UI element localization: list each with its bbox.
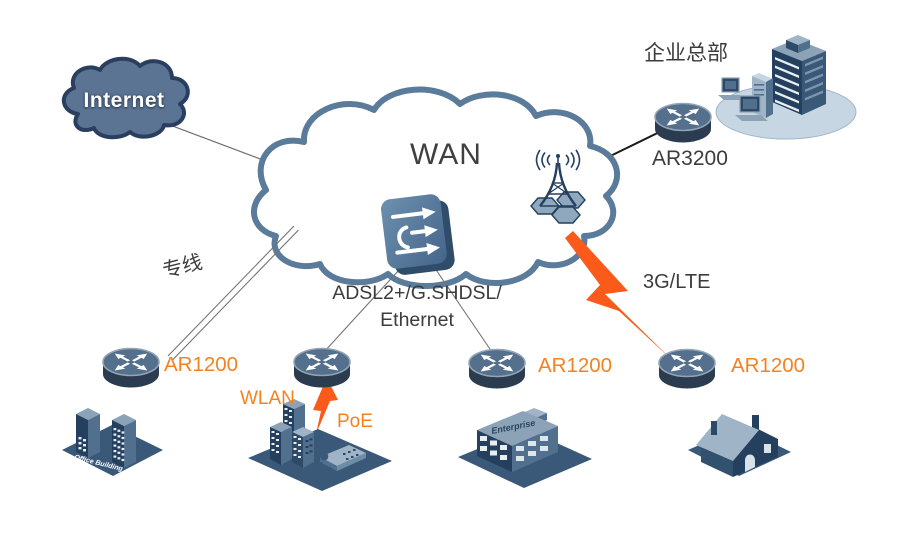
adsl-link-label-line1: ADSL2+/G.SHDSL/	[332, 282, 502, 304]
adsl-link-label-line2: Ethernet	[380, 309, 454, 331]
poe-label: PoE	[337, 411, 373, 432]
internet-cloud-label: Internet	[83, 89, 165, 112]
router-ar3200-icon	[653, 101, 713, 145]
router-ar1200-branch1-icon	[101, 346, 161, 390]
router-ar1200-branch4-icon	[657, 347, 717, 391]
ip-phone-icon	[315, 443, 366, 471]
link-adsl	[323, 257, 493, 353]
router-ar1200-branch3-icon	[467, 347, 527, 391]
link-leased-line	[167, 225, 299, 361]
headquarters-illustration	[715, 35, 857, 140]
radio-waves-icon	[535, 149, 581, 171]
office-building-icon: Office Building	[62, 408, 163, 476]
poe-bolt	[313, 384, 338, 434]
internet-cloud	[62, 56, 190, 140]
home-icon	[688, 414, 791, 477]
ar3200-label: AR3200	[652, 147, 728, 170]
ar1200-branch4-label: AR1200	[731, 354, 806, 377]
ar1200-branch1-label: AR1200	[164, 353, 239, 376]
cellular-link-label: 3G/LTE	[643, 271, 711, 293]
enterprise-building-icon: Enterprise	[458, 408, 592, 488]
router-ar1200-branch2-icon	[292, 346, 352, 390]
wan-cloud-label: WAN	[410, 138, 482, 171]
headquarters-label: 企业总部	[644, 42, 728, 65]
base-station-icon	[530, 149, 586, 224]
wlan-label: WLAN	[240, 388, 295, 409]
dslam-switch-icon	[381, 194, 455, 275]
ar1200-branch3-label: AR1200	[538, 354, 613, 377]
city-building-phone-icon	[248, 399, 392, 491]
wan-cloud	[251, 86, 621, 289]
adsl-link-label: ADSL2+/G.SHDSL/ Ethernet	[317, 280, 517, 334]
cellular-bolt	[565, 231, 672, 360]
